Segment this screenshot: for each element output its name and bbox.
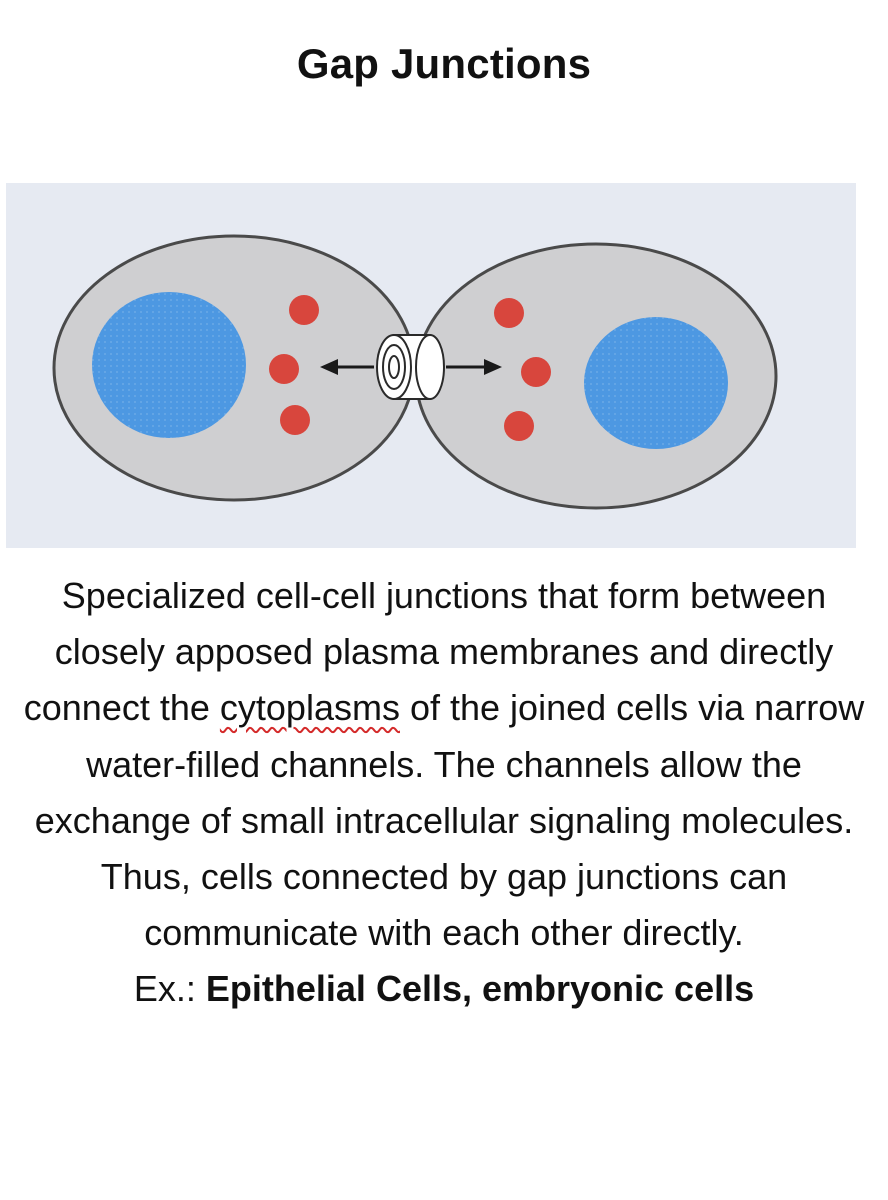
gap-junction-channel-icon	[376, 334, 445, 400]
example-values: Epithelial Cells, embryonic cells	[205, 968, 755, 1010]
description-text: Specialized cell-cell junctions that for…	[14, 568, 874, 1018]
left-nucleus	[92, 292, 246, 438]
example-prefix: Ex.:	[133, 968, 196, 1010]
description-lead: Specialized cell-cell junctions that for…	[23, 575, 834, 729]
signaling-molecule	[289, 295, 319, 325]
arrow-left-icon	[320, 359, 374, 375]
arrow-right-icon	[446, 359, 502, 375]
right-nucleus	[584, 317, 728, 449]
signaling-molecule	[269, 354, 299, 384]
signaling-molecule	[280, 405, 310, 435]
example-line: Ex.: Epithelial Cells, embryonic cells	[14, 961, 874, 1017]
signaling-molecule	[494, 298, 524, 328]
description-tail: of the joined cells via narrow water-fil…	[34, 687, 865, 954]
diagram-svg	[6, 183, 856, 548]
gap-junction-diagram	[6, 183, 856, 548]
page-title: Gap Junctions	[296, 40, 592, 87]
signaling-molecule	[521, 357, 551, 387]
spellcheck-word: cytoplasms	[219, 687, 400, 729]
signaling-molecule	[504, 411, 534, 441]
